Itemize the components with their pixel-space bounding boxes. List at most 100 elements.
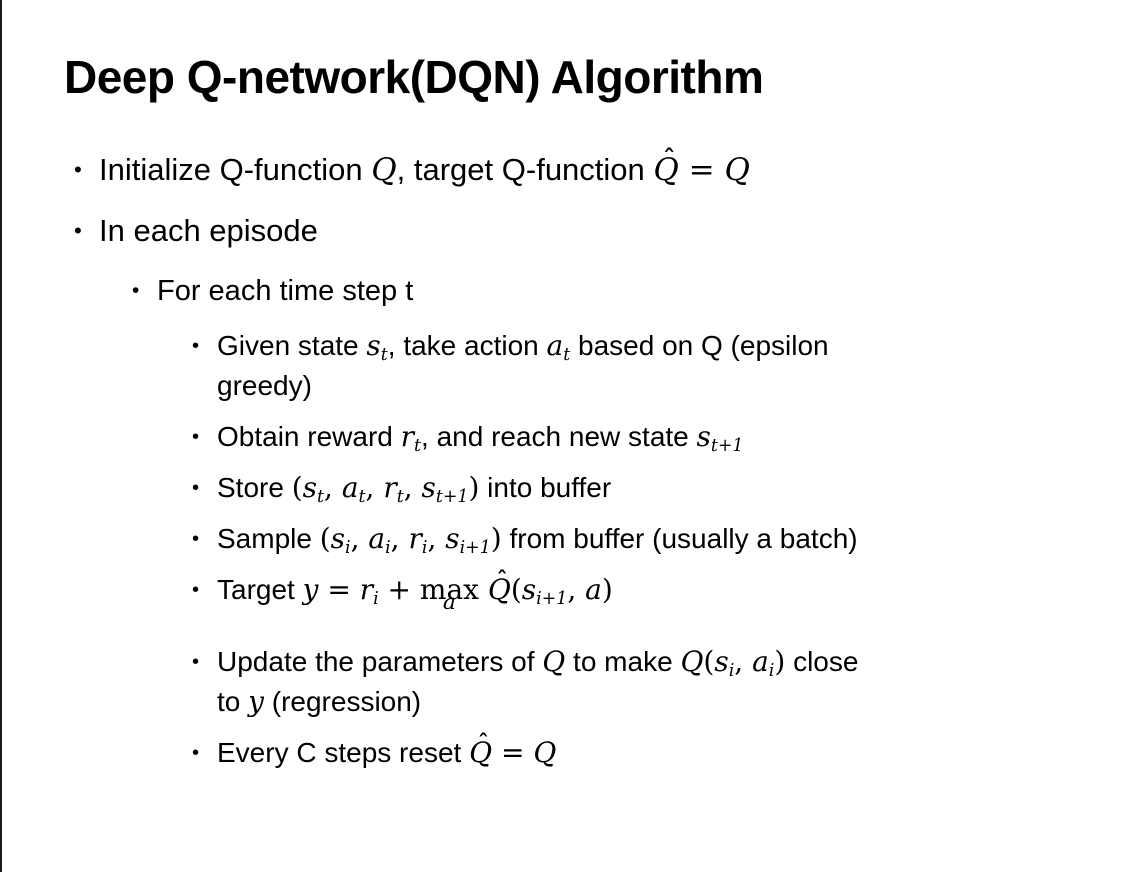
text-run: into buffer: [479, 472, 612, 504]
bullet-item-update-parameters: • Update the parameters of Q to make Q(s…: [192, 642, 1094, 722]
bullet-item-given-state-take-action: • Given state st, take action at based o…: [192, 326, 1094, 406]
math-operator: ,: [734, 645, 753, 679]
text-run: based on Q (epsilon: [570, 330, 829, 362]
bullet-icon: •: [192, 651, 200, 674]
math-variable-subscripted: at: [546, 329, 571, 366]
text-run: to make: [565, 646, 681, 678]
math-variable: a: [585, 573, 602, 607]
math-operator: (: [319, 522, 331, 556]
text-run: from buffer (usually a batch): [501, 523, 858, 555]
math-subscript: i: [385, 538, 391, 559]
math-operator: =: [678, 152, 725, 189]
text-run: Given state: [217, 330, 367, 362]
bullet-text: In each episode: [99, 210, 318, 252]
bullet-icon: •: [192, 426, 200, 449]
math-operator: ): [774, 645, 786, 679]
math-variable-subscripted: rt: [383, 471, 404, 508]
math-variable: y: [302, 573, 319, 607]
text-run: Sample: [217, 523, 320, 555]
math-operator: ): [601, 573, 613, 607]
math-operator: =: [318, 573, 360, 607]
math-operator: (: [510, 573, 522, 607]
text-run: , target Q-function: [396, 152, 654, 188]
bullet-item-for-each-time-step: • For each time step t: [132, 271, 1094, 311]
bullet-text: Store (st, at, rt, st+1) into buffer: [217, 468, 611, 508]
math-variable: Q: [542, 645, 566, 679]
math-variable: Q: [371, 152, 397, 189]
math-operator: ,: [567, 573, 586, 607]
bullet-icon: •: [192, 335, 200, 358]
math-operator: ): [468, 471, 480, 505]
text-run: (regression): [263, 686, 422, 718]
bullet-item-obtain-reward: • Obtain reward rt, and reach new state …: [192, 417, 1094, 457]
bullet-item-sample-from-buffer: • Sample (si, ai, ri, si+1) from buffer …: [192, 519, 1094, 559]
bullet-item-store-into-buffer: • Store (st, at, rt, st+1) into buffer: [192, 468, 1094, 508]
math-subscript: i+1: [459, 538, 491, 559]
bullet-text: Sample (si, ai, ri, si+1) from buffer (u…: [217, 519, 858, 559]
math-variable-subscripted: ri: [408, 522, 428, 559]
math-variable: y: [248, 685, 264, 719]
bullet-text: Update the parameters of Q to make Q(si,…: [217, 642, 858, 722]
math-variable-subscripted: si+1: [445, 522, 491, 559]
math-operator: (: [291, 471, 303, 505]
math-variable-subscripted: ai: [752, 645, 775, 682]
max-underscript: a: [442, 590, 456, 616]
math-operator: (: [703, 645, 715, 679]
bullet-icon: •: [192, 528, 200, 551]
math-subscript: t: [396, 487, 404, 508]
bullet-text: Initialize Q-function Q, target Q-functi…: [99, 144, 750, 191]
math-subscript: i: [373, 589, 379, 610]
math-variable-subscripted: rt: [400, 420, 422, 457]
math-operator: ,: [390, 522, 409, 556]
bullet-icon: •: [192, 579, 200, 602]
math-operator: ,: [324, 471, 342, 505]
math-operator: [479, 573, 488, 606]
math-subscript: i: [768, 661, 775, 682]
math-operator: ): [490, 522, 502, 556]
hat-accent: ˆ: [496, 567, 508, 594]
math-subscript: t+1: [710, 436, 744, 457]
bullet-text: Given state st, take action at based on …: [217, 326, 829, 406]
slide-title: Deep Q-network(DQN) Algorithm: [64, 51, 764, 103]
text-run: Target: [217, 574, 303, 606]
hat-accent: ˆ: [477, 730, 489, 757]
math-subscript: i: [345, 538, 351, 559]
math-variable-subscripted: si: [330, 522, 351, 559]
math-variable: Q: [533, 736, 557, 770]
math-operator: ,: [427, 522, 446, 556]
text-run: close: [785, 646, 859, 678]
bullet-icon: •: [132, 279, 140, 303]
math-operator: ,: [365, 471, 384, 505]
text-run: , and reach new state: [421, 421, 697, 453]
text-run: , take action: [387, 330, 547, 362]
math-variable-subscripted: ri: [359, 573, 379, 610]
math-variable-subscripted: st+1: [696, 420, 744, 457]
math-subscript: i: [421, 538, 428, 559]
math-subscript: i+1: [536, 589, 568, 610]
text-run: Initialize Q-function: [99, 152, 372, 188]
math-variable: Q: [724, 152, 750, 189]
math-subscript: t+1: [435, 487, 469, 508]
math-variable-subscripted: st: [302, 471, 324, 508]
math-subscript: t: [358, 487, 366, 508]
bullet-icon: •: [192, 742, 200, 765]
math-operator: +: [378, 573, 420, 607]
math-subscript: t: [563, 345, 571, 366]
math-subscript: t: [414, 436, 422, 457]
math-variable-subscripted: st: [366, 329, 388, 366]
bullet-icon: •: [192, 477, 200, 500]
math-variable-subscripted: at: [341, 471, 366, 508]
text-run: to: [217, 686, 249, 718]
bullet-text: Obtain reward rt, and reach new state st…: [217, 417, 743, 457]
math-operator: =: [492, 736, 534, 770]
hat-accent: ˆ: [663, 144, 676, 174]
bullet-text: For each time step t: [157, 271, 413, 311]
